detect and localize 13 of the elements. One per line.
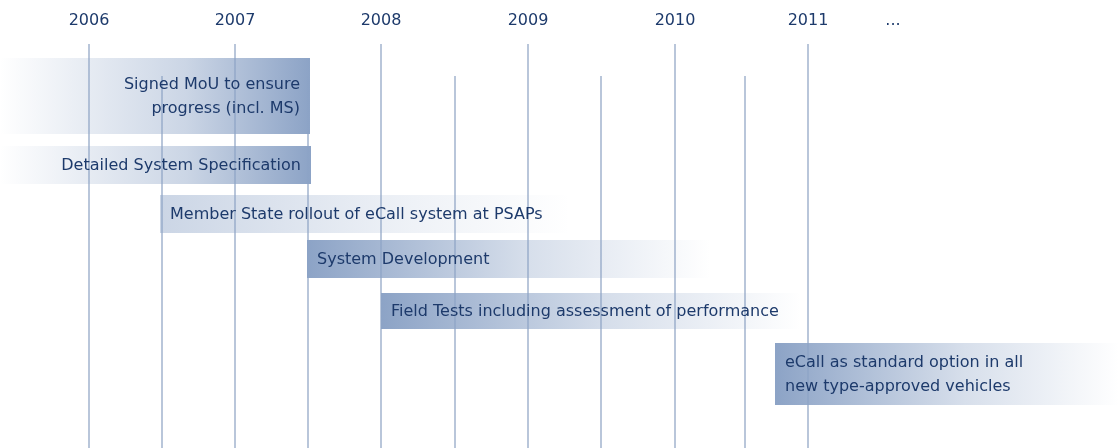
bar-label: Signed MoU to ensure progress (incl. MS) bbox=[122, 73, 300, 119]
year-label: 2009 bbox=[507, 10, 549, 29]
year-label: 2011 bbox=[787, 10, 829, 29]
bar-label: Detailed System Specification bbox=[61, 154, 301, 176]
year-label: 2008 bbox=[360, 10, 402, 29]
bar-label: Member State rollout of eCall system at PSAPs bbox=[170, 203, 543, 225]
year-label: 2006 bbox=[68, 10, 110, 29]
year-label: 2007 bbox=[214, 10, 256, 29]
year-label: 2010 bbox=[654, 10, 696, 29]
bar-label: Field Tests including assessment of performance bbox=[391, 300, 779, 322]
bar-label: eCall as standard option in all new type-approved vehicles bbox=[785, 351, 1025, 397]
bar-label: System Development bbox=[317, 248, 490, 270]
year-label: ... bbox=[885, 10, 901, 29]
